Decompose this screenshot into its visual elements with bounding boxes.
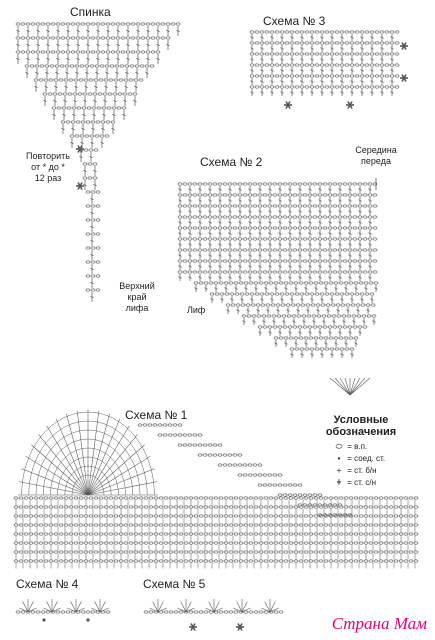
dot-icon: •	[337, 454, 341, 463]
scheme4-title: Схема № 4	[16, 577, 79, 591]
repeat-note-line3: 12 раз	[34, 173, 62, 183]
dc-stitch-icon: ǂ	[336, 478, 342, 487]
front-middle-line1: Середина	[355, 145, 397, 155]
back-scheme-grid	[15, 22, 181, 302]
chain-oval-icon: ⬭	[335, 442, 343, 451]
bra-label: Лиф	[187, 305, 206, 315]
legend-item-slip: • = соед. ст.	[333, 454, 385, 464]
legend-item-dc: ǂ = ст. с/н	[333, 478, 376, 488]
scheme5-title: Схема № 5	[143, 577, 206, 591]
legend-item-text: = соед. ст.	[347, 454, 386, 463]
bra-top-line3: лифа	[125, 303, 149, 313]
front-middle-note: Середина переда	[346, 145, 406, 167]
bra-top-line2: край	[127, 292, 147, 302]
scheme4-5-motifs	[15, 599, 284, 622]
legend-title-line1: Условные	[333, 414, 389, 426]
front-middle-line2: переда	[361, 156, 391, 166]
legend-item-text: = ст. б/н	[347, 466, 377, 475]
scheme1-grid	[13, 409, 419, 569]
legend-title: Условные обозначения	[316, 414, 406, 438]
plus-icon: +	[336, 466, 342, 475]
scheme1-title: Схема № 1	[125, 408, 188, 422]
legend-item-text: = ст. с/н	[347, 478, 376, 487]
repeat-note-line2: от * до *	[31, 162, 65, 172]
back-title: Спинка	[70, 5, 111, 19]
scheme2-grid	[177, 178, 379, 396]
scheme3-grid	[249, 30, 400, 96]
legend-item-sc: + = ст. б/н	[333, 466, 377, 476]
legend-item-chain: ⬭ = в.п.	[333, 442, 368, 452]
repeat-note-line1: Повторить	[26, 151, 70, 161]
scheme3-title: Схема № 3	[263, 14, 326, 28]
legend-item-text: = в.п.	[347, 442, 368, 451]
bra-top-edge-note: Верхний край лифа	[115, 281, 159, 314]
bra-top-line1: Верхний	[119, 281, 155, 291]
repeat-markers	[76, 42, 408, 631]
site-watermark: Страна Мам	[331, 614, 427, 633]
repeat-note: Повторить от * до * 12 раз	[24, 151, 72, 184]
scheme2-title: Схема № 2	[200, 155, 263, 169]
legend-title-line2: обозначения	[325, 426, 397, 438]
